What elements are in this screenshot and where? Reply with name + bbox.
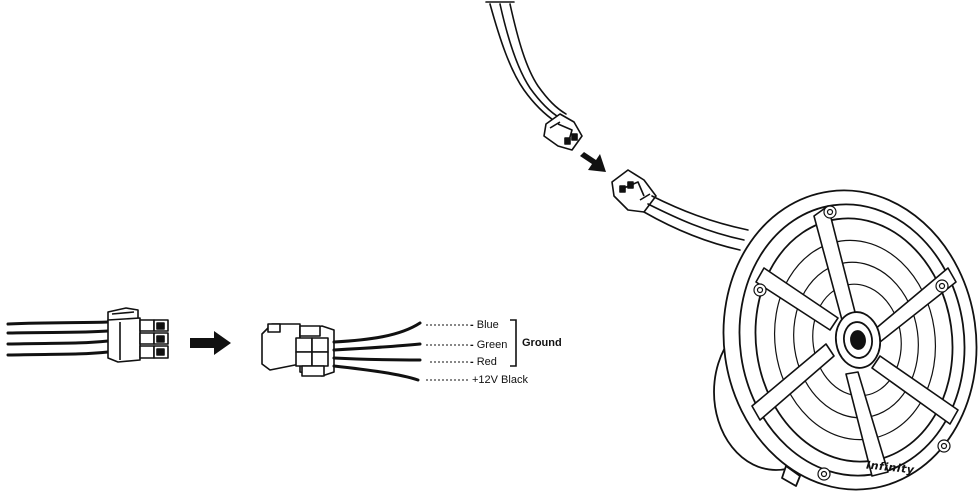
left-wire-bundle xyxy=(6,320,110,357)
middle-wire-bundle xyxy=(332,321,422,382)
speaker-connector-icon xyxy=(611,169,657,213)
speaker-icon xyxy=(713,189,978,491)
speaker-screws xyxy=(753,205,951,481)
label-green: - Green xyxy=(470,339,507,351)
label-red-prefix: - xyxy=(470,356,474,368)
label-green-text: Green xyxy=(476,339,508,351)
label-red-text: Red xyxy=(476,356,497,368)
label-blue: - Blue xyxy=(470,319,499,331)
label-green-prefix: - xyxy=(470,339,474,351)
ground-bracket xyxy=(510,319,517,367)
top-connector-icon xyxy=(543,113,583,151)
label-red: - Red xyxy=(470,356,497,368)
label-ground: Ground xyxy=(522,337,562,349)
arrow-right-icon xyxy=(190,331,231,355)
black-wire xyxy=(332,364,420,382)
blue-wire xyxy=(332,321,422,344)
label-black-text: +12V Black xyxy=(472,374,528,386)
male-connector-icon xyxy=(107,307,169,363)
arrow-down-right-icon xyxy=(580,152,606,172)
female-connector-icon xyxy=(261,323,335,377)
red-wire xyxy=(332,356,422,362)
speaker-spokes xyxy=(751,205,959,477)
leader-lines xyxy=(426,324,470,381)
label-black: +12V Black xyxy=(472,374,528,386)
green-wire xyxy=(332,342,422,352)
speaker-lead-wires xyxy=(643,195,749,251)
label-blue-text: Blue xyxy=(476,319,499,331)
label-blue-prefix: - xyxy=(470,319,474,331)
harness-wires-top xyxy=(485,1,567,123)
